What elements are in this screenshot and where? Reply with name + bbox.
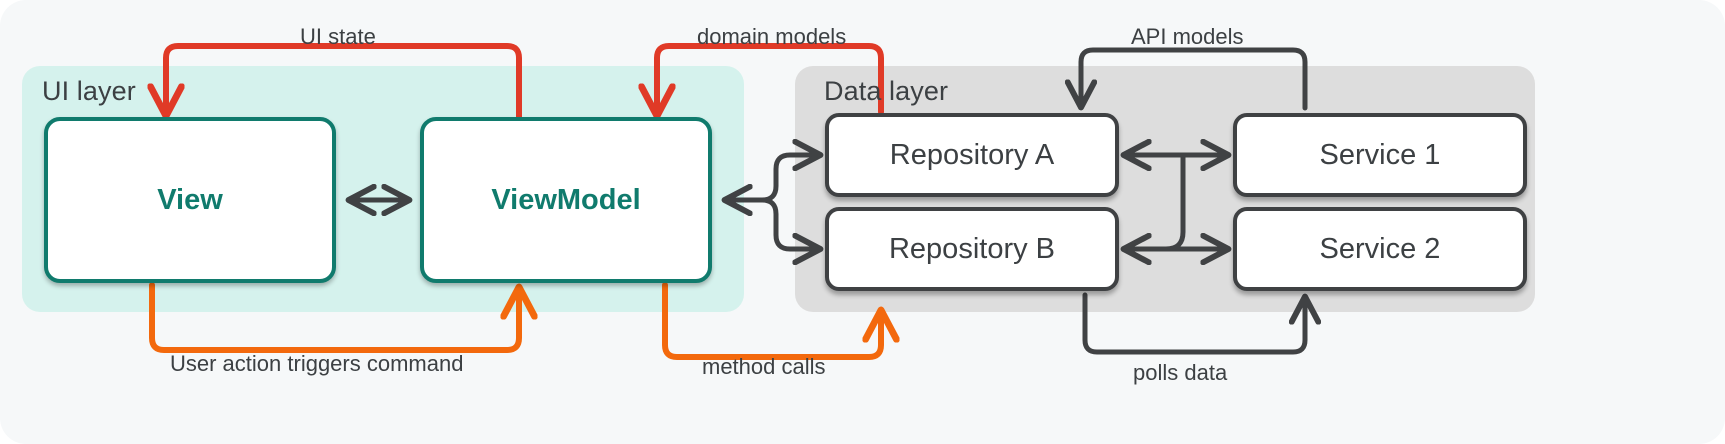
edge-service-pair-connector (1163, 152, 1186, 252)
node-service-1[interactable]: Service 1 (1233, 113, 1527, 197)
ui-layer-label: UI layer (42, 76, 136, 106)
edge-polls-data (1082, 292, 1305, 355)
data-layer-label: Data layer (824, 76, 949, 106)
edge-label-api-models: API models (1131, 24, 1244, 49)
node-view[interactable]: View (44, 117, 336, 283)
node-service-1-label: Service 1 (1319, 138, 1441, 171)
node-repository-a[interactable]: Repository A (825, 113, 1119, 197)
edge-method-calls (662, 282, 881, 360)
edge-label-user-action: User action triggers command (170, 351, 464, 376)
edge-api-models (1081, 47, 1308, 111)
node-service-2[interactable]: Service 2 (1233, 207, 1527, 291)
node-service-2-label: Service 2 (1319, 232, 1441, 265)
edge-label-polls-data: polls data (1133, 360, 1228, 385)
edge-domain-models (657, 43, 884, 112)
edge-user-action (149, 282, 519, 353)
edge-label-domain-models: domain models (697, 24, 847, 49)
edge-label-ui-state: UI state (300, 24, 376, 49)
node-viewmodel[interactable]: ViewModel (420, 117, 712, 283)
node-view-label: View (157, 183, 223, 216)
edge-label-method-calls: method calls (702, 354, 826, 379)
node-repository-b-label: Repository B (888, 232, 1055, 265)
node-repository-a-label: Repository A (889, 138, 1055, 171)
edge-viewmodel-repositories (728, 155, 817, 249)
edge-ui-state (166, 43, 522, 123)
node-viewmodel-label: ViewModel (491, 183, 641, 216)
node-repository-b[interactable]: Repository B (825, 207, 1119, 291)
